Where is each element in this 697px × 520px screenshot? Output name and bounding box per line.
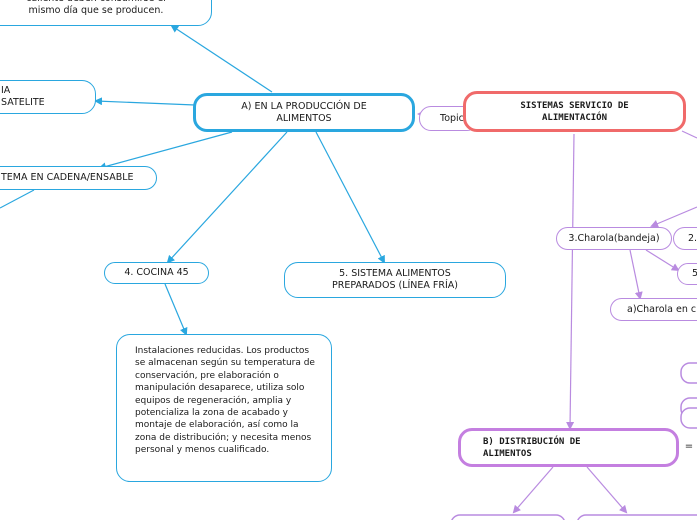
node-cocina-description[interactable]: Instalaciones reducidas. Los productos s…	[116, 334, 332, 482]
edge-produccion-satelite	[94, 97, 196, 106]
edge-distribucion-right	[586, 466, 628, 514]
node-satelite-partial[interactable]: IA SATELITE	[0, 80, 96, 114]
edge-cadena-offscreen	[0, 189, 35, 209]
edge-produccion-sistema-alimentos	[315, 131, 385, 264]
node-top-partial[interactable]: caliente deben consumirse el mismo día q…	[0, 0, 212, 26]
node-cadena-partial[interactable]: TEMA EN CADENA/ENSABLE	[0, 166, 157, 190]
edge-produccion-cocina	[166, 131, 288, 264]
edge-charola-partial5	[645, 249, 680, 272]
partial-box-right	[577, 514, 697, 520]
edge-produccion-top	[170, 24, 273, 93]
partial-box-4	[680, 407, 697, 429]
partial-box-left	[451, 514, 565, 520]
node-cocina[interactable]: 4. COCINA 45	[104, 262, 209, 284]
edge-servicio-offscreen	[681, 130, 697, 139]
node-sistema-alimentos[interactable]: 5. SISTEMA ALIMENTOS PREPARADOS (LÍNEA F…	[284, 262, 506, 298]
node-distribucion[interactable]: B) DISTRIBUCIÓN DE ALIMENTOS	[458, 428, 679, 467]
node-partial-5[interactable]: 5	[677, 263, 697, 285]
node-produccion[interactable]: A) EN LA PRODUCCIÓN DE ALIMENTOS	[193, 93, 415, 132]
edge-produccion-cadena	[98, 131, 233, 171]
node-charola[interactable]: 3.Charola(bandeja)	[556, 227, 672, 250]
edge-servicio-distribucion	[566, 133, 575, 430]
edge-charola-charola-a	[629, 249, 643, 300]
equals-mark: =	[683, 440, 695, 454]
node-partial-2[interactable]: 2.	[673, 227, 697, 250]
node-charola-a[interactable]: a)Charola en c	[610, 298, 697, 321]
partial-box-1	[680, 362, 697, 384]
edge-offscreen-charola	[650, 206, 697, 228]
edge-cocina-desc	[164, 283, 188, 336]
edge-distribucion-left	[512, 466, 554, 514]
node-sistemas-servicio[interactable]: SISTEMAS SERVICIO DE ALIMENTACIÓN	[463, 91, 686, 132]
